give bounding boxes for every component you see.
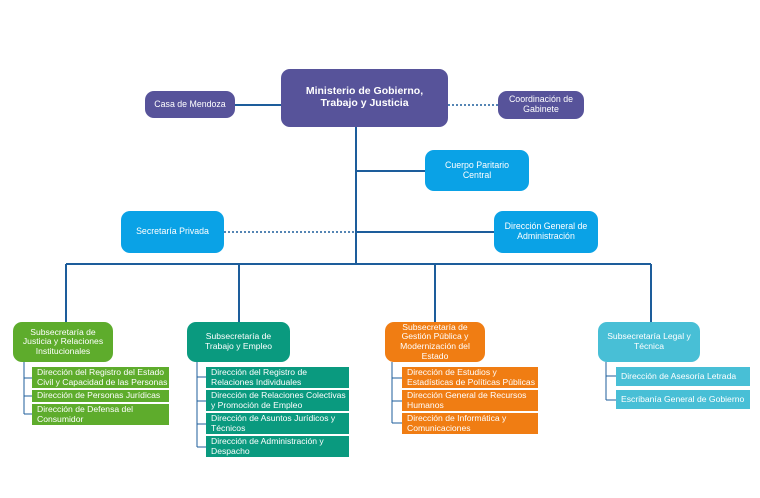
direccion-label: Dirección de Estudios y Estadísticas de …	[407, 366, 536, 387]
direccion-personas-juridicas: Dirección de Personas Jurídicas	[32, 390, 169, 402]
direccion-label: Dirección de Asuntos Jurídicos y Técnico…	[211, 412, 336, 433]
direccion-label: Dirección de Informática y Comunicacione…	[407, 412, 507, 433]
direccion-label: Dirección del Registro del Estado Civil …	[37, 366, 168, 387]
escribania-general: Escribanía General de Gobierno	[616, 390, 750, 409]
direccion-recursos-humanos: Dirección General de Recursos Humanos	[402, 390, 538, 411]
subsecretaria-justicia-box: Subsecretaría de Justicia y Relaciones I…	[13, 322, 113, 362]
direccion-informatica: Dirección de Informática y Comunicacione…	[402, 413, 538, 434]
direccion-estudios-estadisticas: Dirección de Estudios y Estadísticas de …	[402, 367, 538, 388]
casa-mendoza-box: Casa de Mendoza	[145, 91, 235, 118]
casa-mendoza-label: Casa de Mendoza	[154, 98, 226, 109]
ministry-box: Ministerio de Gobierno, Trabajo y Justic…	[281, 69, 448, 127]
direccion-relaciones-colectivas: Dirección de Relaciones Colectivas y Pro…	[206, 390, 349, 411]
subsecretaria-gestion-label: Subsecretaría de Gestión Pública y Moder…	[400, 321, 470, 361]
subsecretaria-legal-label: Subsecretaría Legal y Técnica	[607, 331, 691, 351]
direccion-asesoria-letrada: Dirección de Asesoría Letrada	[616, 367, 750, 386]
direccion-label: Escribanía General de Gobierno	[621, 393, 745, 404]
direccion-administracion-label: Dirección General de Administración	[504, 221, 588, 241]
direccion-registro-civil: Dirección del Registro del Estado Civil …	[32, 367, 169, 388]
secretaria-privada-box: Secretaría Privada	[121, 211, 224, 253]
direccion-label: Dirección General de Recursos Humanos	[407, 389, 527, 410]
subsecretaria-trabajo-label: Subsecretaría de Trabajo y Empleo	[204, 331, 273, 351]
direccion-asuntos-juridicos: Dirección de Asuntos Jurídicos y Técnico…	[206, 413, 349, 434]
subsecretaria-justicia-label: Subsecretaría de Justicia y Relaciones I…	[22, 326, 104, 356]
direccion-relaciones-individuales: Dirección del Registro de Relaciones Ind…	[206, 367, 349, 388]
cuerpo-paritario-box: Cuerpo Paritario Central	[425, 150, 529, 191]
direccion-administracion-box: Dirección General de Administración	[494, 211, 598, 253]
secretaria-privada-label: Secretaría Privada	[136, 226, 209, 237]
direccion-label: Dirección de Administración y Despacho	[211, 435, 324, 456]
subsecretaria-trabajo-box: Subsecretaría de Trabajo y Empleo	[187, 322, 290, 362]
ministry-title: Ministerio de Gobierno, Trabajo y Justic…	[305, 85, 424, 109]
direccion-label: Dirección de Personas Jurídicas	[37, 390, 161, 401]
direccion-label: Dirección del Registro de Relaciones Ind…	[211, 366, 308, 387]
cuerpo-paritario-label: Cuerpo Paritario Central	[444, 159, 510, 180]
direccion-label: Dirección de Defensa del Consumidor	[37, 403, 134, 424]
coordinacion-gabinete-box: Coordinación de Gabinete	[498, 91, 584, 119]
direccion-defensa-consumidor: Dirección de Defensa del Consumidor	[32, 404, 169, 425]
subsecretaria-gestion-box: Subsecretaría de Gestión Pública y Moder…	[385, 322, 485, 362]
direccion-label: Dirección de Asesoría Letrada	[621, 370, 737, 381]
direccion-label: Dirección de Relaciones Colectivas y Pro…	[211, 389, 346, 410]
coordinacion-gabinete-label: Coordinación de Gabinete	[508, 94, 574, 114]
direccion-administracion-despacho: Dirección de Administración y Despacho	[206, 436, 349, 457]
subsecretaria-legal-box: Subsecretaría Legal y Técnica	[598, 322, 700, 362]
